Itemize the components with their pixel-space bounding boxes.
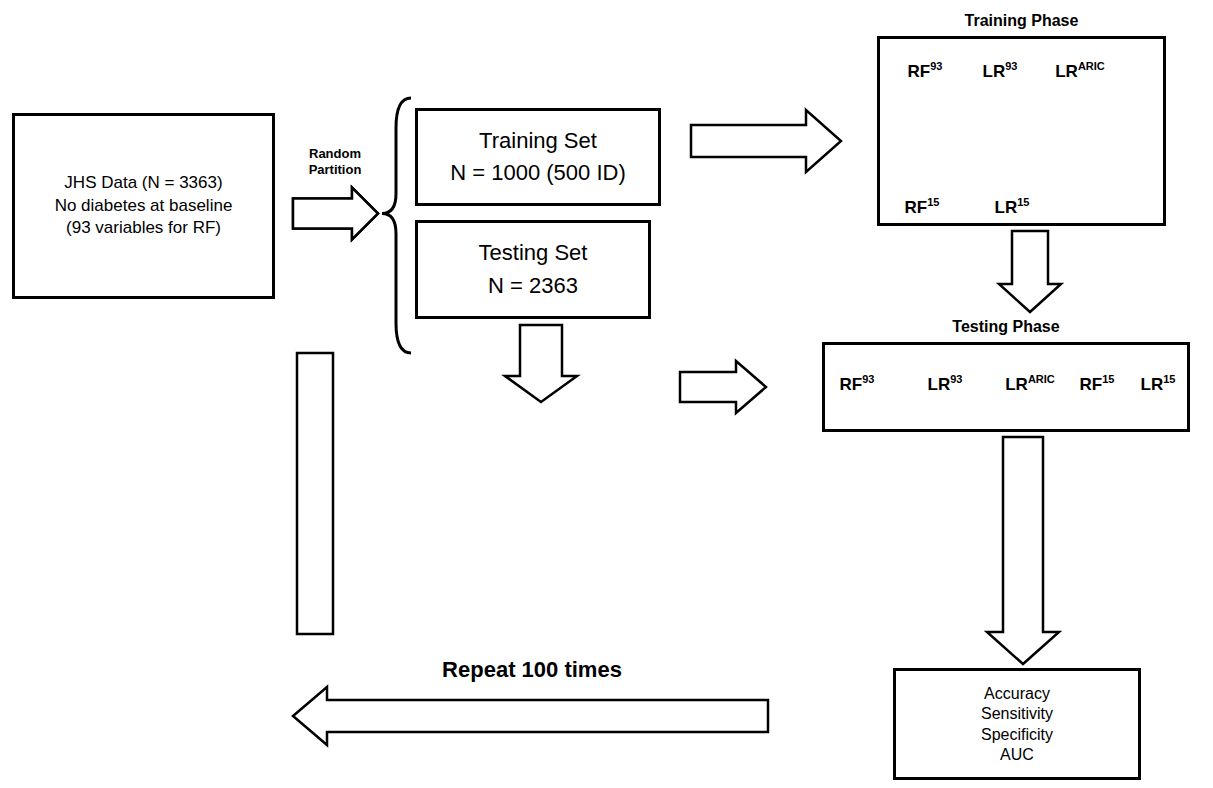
block-arrow	[505, 325, 577, 402]
block-arrow	[293, 188, 378, 240]
node-text: Training Set	[479, 128, 597, 154]
node-text: AUC	[1000, 745, 1034, 764]
model-label: LR15	[995, 198, 1030, 218]
node-text: Sensitivity	[981, 704, 1053, 723]
block-arrow	[293, 188, 378, 240]
model-label: LR15	[1141, 375, 1176, 395]
block-arrow	[999, 231, 1061, 312]
model-label: LRARIC	[1055, 62, 1105, 82]
block-arrow	[293, 687, 768, 745]
model-label: LR93	[928, 375, 963, 395]
process-box: Testing Set N = 2363	[415, 220, 651, 319]
node-text: N = 1000 (500 ID)	[450, 160, 625, 186]
edge-label: Random Partition	[300, 146, 370, 177]
node-text: Accuracy	[984, 684, 1050, 703]
node-text: Testing Set	[479, 240, 588, 266]
model-label: RF93	[840, 375, 875, 395]
node-text: Specificity	[981, 725, 1053, 744]
brace	[382, 214, 411, 354]
block-arrow	[987, 437, 1059, 664]
node-text: N = 2363	[488, 273, 578, 299]
model-label: LR93	[983, 62, 1018, 82]
model-label: LRARIC	[1005, 375, 1055, 395]
phase-heading: Training Phase	[877, 8, 1166, 36]
node-text: No diabetes at baseline	[55, 196, 233, 216]
flow-arrow	[293, 188, 411, 354]
process-box: JHS Data (N = 3363) No diabetes at baseli…	[12, 113, 275, 299]
model-label: RF15	[1080, 375, 1115, 395]
flow-arrow	[999, 231, 1061, 312]
model-label: RF15	[905, 198, 940, 218]
block-arrow	[691, 110, 841, 172]
phase-box: Testing Phase	[822, 314, 1190, 432]
phase-box: Training Phase	[877, 8, 1166, 226]
model-label: RF93	[908, 62, 943, 82]
node-text: (93 variables for RF)	[66, 218, 221, 238]
edge-label: Repeat 100 times	[402, 657, 662, 683]
flow-arrow	[987, 437, 1059, 664]
brace	[382, 98, 411, 214]
process-box: AccuracySensitivitySpecificityAUC	[893, 668, 1141, 780]
node-text: JHS Data (N = 3363)	[64, 173, 222, 193]
flow-arrow	[691, 110, 841, 172]
block-arrow	[297, 353, 333, 634]
flow-arrow	[293, 353, 768, 745]
flow-arrow	[505, 325, 766, 413]
process-box: Training Set N = 1000 (500 ID)	[415, 108, 661, 206]
phase-heading: Testing Phase	[822, 314, 1190, 342]
block-arrow	[680, 361, 766, 413]
